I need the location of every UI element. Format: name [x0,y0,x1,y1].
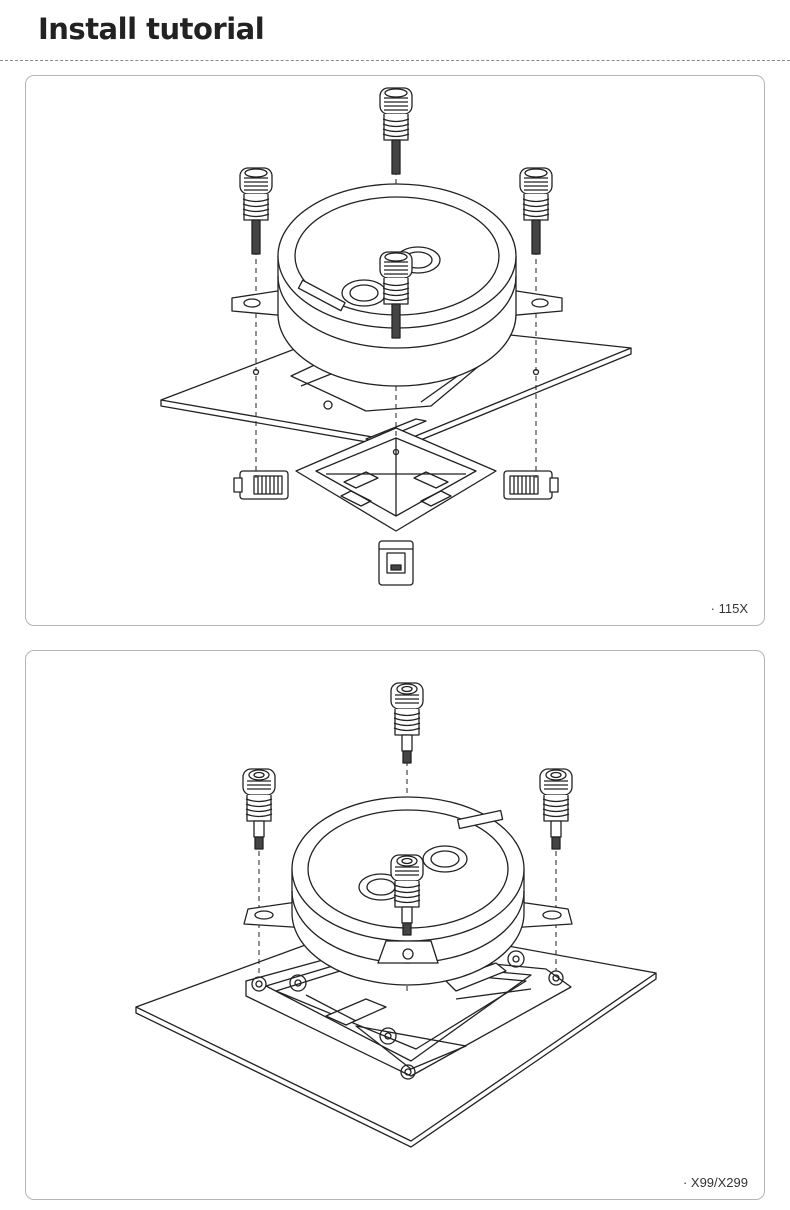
caption-x99-x299: · X99/X299 [682,1175,748,1190]
caption-115x: · 115X [710,601,748,616]
title-divider [0,60,790,61]
page-title: Install tutorial [38,12,265,46]
install-panel-x99-x299: · X99/X299 [25,650,765,1200]
illustration-x99-x299 [135,682,657,1148]
install-panel-115x: · 115X [25,75,765,626]
illustration-115x [160,87,632,586]
